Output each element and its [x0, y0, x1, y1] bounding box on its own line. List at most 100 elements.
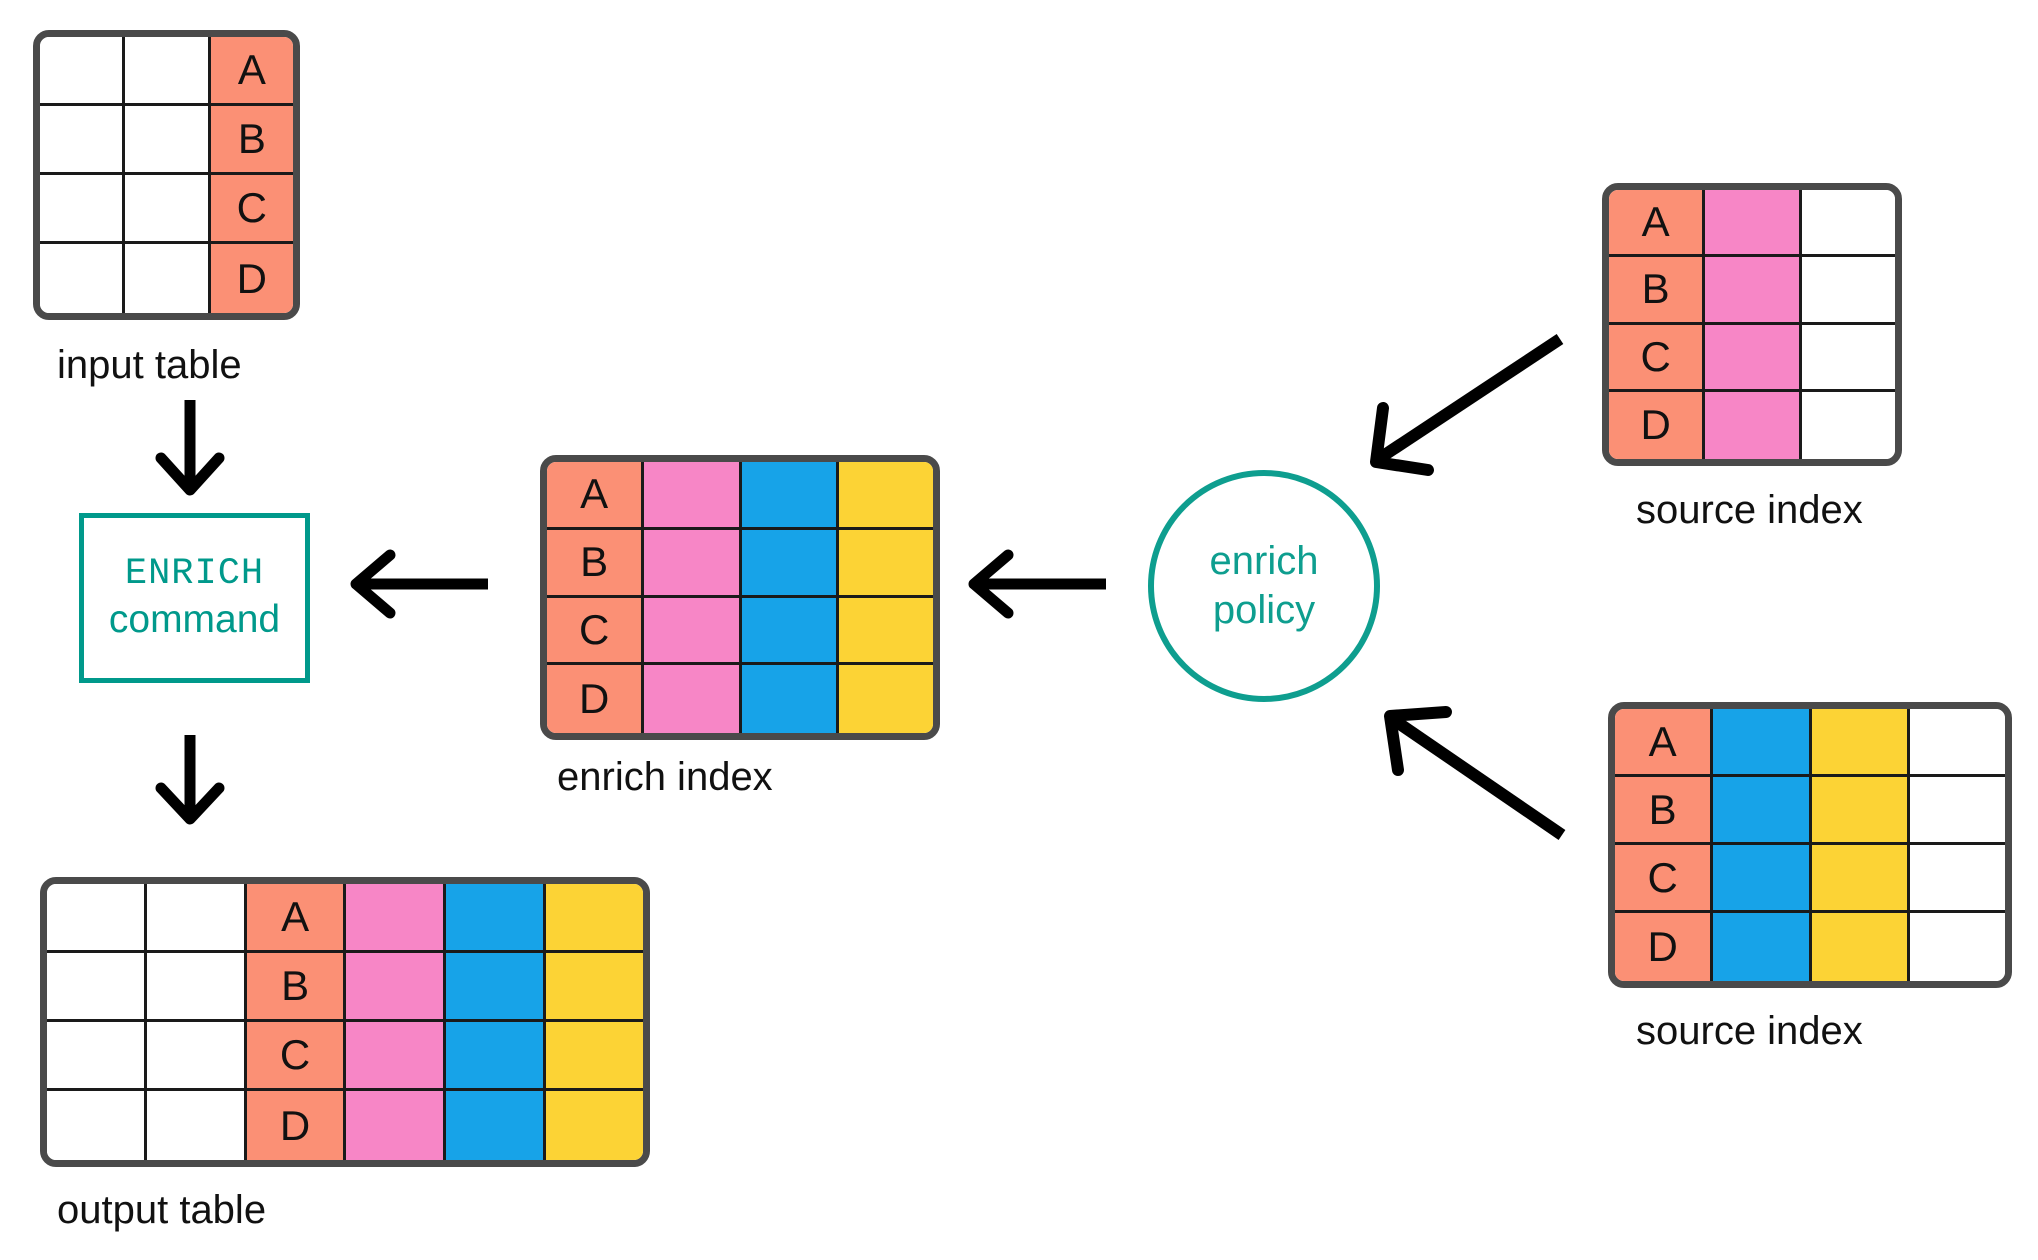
arrow-enrich-index-to-enrich-command — [350, 549, 488, 619]
table-cell — [546, 1091, 643, 1160]
table-cell — [446, 884, 547, 953]
table-cell-key: D — [1609, 391, 1706, 459]
table-row: D — [547, 665, 933, 733]
table-cell — [838, 462, 933, 530]
table-cell-key: B — [1615, 777, 1714, 845]
table-cell — [644, 597, 742, 666]
table-row: A — [1609, 190, 1895, 258]
enrich-command-keyword: ENRICH — [124, 553, 265, 596]
output-table-caption: output table — [57, 1188, 267, 1232]
table-cell-key: C — [210, 175, 293, 244]
table-cell — [1713, 709, 1812, 777]
input-table-caption: input table — [57, 343, 242, 387]
table-row: A — [47, 884, 643, 953]
table-row: B — [1615, 777, 2005, 845]
enrich-policy-circle[interactable]: enrich policy — [1148, 470, 1380, 702]
table-cell-key: B — [547, 529, 645, 598]
arrow-source-index-bottom-to-enrich-policy — [1384, 706, 1566, 840]
table-cell — [125, 106, 211, 175]
table-cell — [1705, 190, 1802, 258]
table-cell — [838, 529, 933, 598]
table-cell — [1909, 845, 2005, 913]
table-row: C — [1609, 324, 1895, 392]
table-cell-key: D — [246, 1091, 347, 1160]
table-cell — [47, 1091, 147, 1160]
table-cell-key: C — [1609, 324, 1706, 392]
table-cell — [40, 37, 126, 106]
table-cell — [1801, 190, 1895, 258]
table-cell — [1811, 777, 1910, 845]
table-cell — [741, 597, 839, 666]
table-cell — [47, 884, 147, 953]
table-cell — [1801, 391, 1895, 459]
source-index-bottom-caption: source index — [1636, 1009, 1863, 1053]
table-row: D — [1609, 391, 1895, 459]
table-cell-key: B — [1609, 257, 1706, 325]
table-cell — [741, 529, 839, 598]
table-cell-key: A — [210, 37, 293, 106]
table-cell — [1811, 709, 1910, 777]
table-cell-key: B — [210, 106, 293, 175]
table-row: A — [547, 462, 933, 530]
table-cell — [838, 665, 933, 733]
source-index-top-caption: source index — [1636, 488, 1863, 532]
table-cell — [146, 884, 247, 953]
table-row: D — [40, 244, 293, 313]
table-cell — [47, 1022, 147, 1091]
table-cell-key: A — [246, 884, 347, 953]
table-cell — [146, 953, 247, 1022]
table-cell-key: C — [547, 597, 645, 666]
table-cell — [1909, 709, 2005, 777]
table-cell — [1713, 913, 1812, 981]
arrow-source-index-top-to-enrich-policy — [1370, 333, 1564, 476]
table-cell — [125, 244, 211, 313]
table-cell — [1909, 777, 2005, 845]
enrich-command-box[interactable]: ENRICH command — [79, 513, 310, 683]
table-cell-key: D — [210, 244, 293, 313]
table-cell — [1705, 324, 1802, 392]
table-cell — [644, 529, 742, 598]
table-row: B — [40, 106, 293, 175]
table-row: A — [1615, 709, 2005, 777]
table-cell — [1909, 913, 2005, 981]
enrich-policy-line2: policy — [1212, 588, 1316, 632]
table-row: D — [1615, 913, 2005, 981]
table-cell-key: D — [547, 665, 645, 733]
table-cell-key: A — [1615, 709, 1714, 777]
table-row: A — [40, 37, 293, 106]
table-cell — [1713, 845, 1812, 913]
table-cell — [1811, 913, 1910, 981]
table-cell — [446, 1022, 547, 1091]
table-cell — [1705, 391, 1802, 459]
table-cell — [346, 953, 447, 1022]
table-cell — [146, 1022, 247, 1091]
enrich-command-label: command — [108, 597, 281, 641]
table-cell — [838, 597, 933, 666]
table-row: B — [1609, 257, 1895, 325]
table-cell — [346, 884, 447, 953]
table-cell-key: C — [246, 1022, 347, 1091]
table-row: D — [47, 1091, 643, 1160]
table-cell — [741, 462, 839, 530]
arrow-input-table-to-enrich-command — [155, 400, 225, 496]
table-cell — [546, 953, 643, 1022]
table-cell-key: A — [547, 462, 645, 530]
table-cell — [1801, 324, 1895, 392]
arrow-enrich-policy-to-enrich-index — [968, 549, 1106, 619]
table-cell-key: B — [246, 953, 347, 1022]
table-cell — [546, 884, 643, 953]
arrow-enrich-command-to-output-table — [155, 735, 225, 825]
table-cell — [346, 1022, 447, 1091]
table-cell — [644, 462, 742, 530]
table-cell — [1705, 257, 1802, 325]
table-cell — [1713, 777, 1812, 845]
table-row: C — [547, 597, 933, 666]
table-cell — [40, 175, 126, 244]
table-cell-key: C — [1615, 845, 1714, 913]
table-row: C — [40, 175, 293, 244]
table-cell — [125, 37, 211, 106]
table-cell — [40, 106, 126, 175]
